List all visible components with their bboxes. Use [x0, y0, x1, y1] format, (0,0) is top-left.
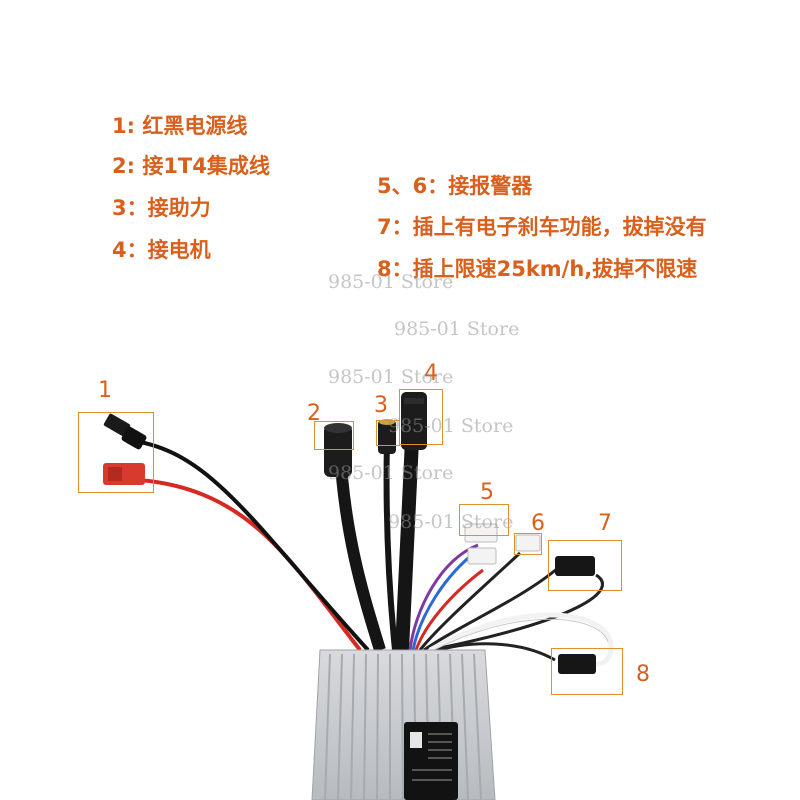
legend-item-4: 4：接电机	[112, 238, 211, 262]
callout-number-5: 5	[480, 480, 494, 505]
watermark-text: 985-01 Store	[394, 318, 520, 340]
qr-code-icon	[410, 732, 422, 748]
callout-number-1: 1	[98, 378, 112, 403]
callout-number-3: 3	[374, 393, 388, 418]
legend-item-8: 8：插上限速25km/h,拔掉不限速	[377, 257, 698, 281]
legend-item-2: 2: 接1T4集成线	[112, 154, 270, 178]
callout-box-2	[314, 421, 354, 450]
watermark-text: 985-01 Store	[388, 511, 514, 533]
callout-box-8	[551, 648, 623, 695]
assist-cable-3	[383, 439, 398, 651]
callout-box-6	[514, 533, 542, 555]
harness-cable-2	[334, 449, 386, 652]
legend-item-7: 7：插上有电子刹车功能，拔掉没有	[377, 215, 707, 239]
callout-box-7	[548, 540, 622, 591]
watermark-text: 985-01 Store	[328, 462, 454, 484]
power-wire-red	[139, 478, 362, 652]
connector-7	[555, 556, 595, 576]
callout-number-4: 4	[424, 361, 438, 386]
connector-6	[515, 534, 541, 552]
callout-number-6: 6	[531, 511, 545, 536]
connector-4	[401, 392, 427, 450]
callout-number-2: 2	[307, 401, 321, 426]
watermark-text: 985-01 Store	[388, 415, 514, 437]
watermark-text: 985-01 Store	[328, 366, 454, 388]
motor-cable-4	[395, 439, 419, 651]
legend-item-3: 3：接助力	[112, 196, 211, 220]
watermark-text: 985-01 Store	[328, 271, 454, 293]
callout-box-5	[459, 504, 509, 536]
callout-box-4	[399, 389, 443, 445]
connector-2	[324, 425, 352, 477]
connector-8	[558, 654, 596, 674]
legend-item-5-6: 5、6：接报警器	[377, 174, 533, 198]
power-wire-black	[127, 438, 370, 652]
callout-box-1	[78, 412, 154, 493]
connector-5	[464, 523, 498, 543]
callout-number-8: 8	[636, 662, 650, 687]
legend-item-1: 1: 红黑电源线	[112, 114, 248, 138]
callout-number-7: 7	[598, 511, 612, 536]
connector-1-black	[103, 413, 131, 437]
